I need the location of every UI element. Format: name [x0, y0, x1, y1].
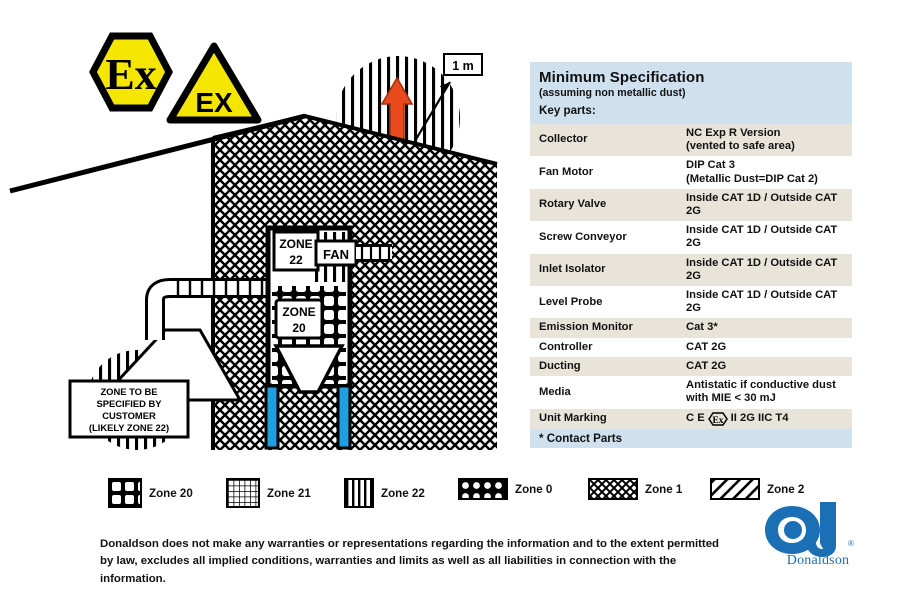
part-name: Emission Monitor [539, 321, 633, 334]
zone22-label-box [272, 230, 320, 272]
key-parts-label: Key parts: [539, 104, 596, 118]
distance-label: 1 m [452, 59, 474, 73]
legend-item-zone-0: Zone 0 [458, 478, 552, 500]
part-name: Inlet Isolator [539, 263, 606, 276]
zone-21-swatch [226, 478, 260, 508]
legend-item-zone-22: Zone 22 [344, 478, 425, 508]
table-row: Screw Conveyor Inside CAT 1D / Outside C… [530, 221, 852, 254]
zone20-label-line2: 20 [292, 321, 306, 335]
leg-right [336, 384, 352, 450]
table-row: Rotary Valve Inside CAT 1D / Outside CAT… [530, 188, 852, 222]
legend-label: Zone 21 [267, 486, 311, 500]
table-title-row: Minimum Specification (assuming non meta… [530, 62, 852, 102]
legend-label: Zone 22 [381, 486, 425, 500]
part-spec-marking: C E Ex II 2G IIC T4 [677, 409, 852, 429]
table-row: Fan Motor DIP Cat 3 (Metallic Dust=DIP C… [530, 156, 852, 189]
zone-22-swatch [344, 478, 374, 508]
zone20-label-line1: ZONE [282, 305, 315, 319]
part-name: Fan Motor [539, 165, 594, 178]
table-row: Emission Monitor Cat 3* [530, 318, 852, 338]
legend-item-zone-2: Zone 2 [710, 478, 804, 500]
part-spec: DIP Cat 3 (Metallic Dust=DIP Cat 2) [686, 159, 818, 185]
table-row-unit-marking: Unit Marking C E Ex II 2G IIC T4 [530, 408, 852, 429]
zone22-label-line2: 22 [289, 253, 303, 267]
table-footnote-row: * Contact Parts [530, 428, 852, 449]
part-name: Screw Conveyor [539, 230, 627, 243]
zone-1-swatch [588, 478, 638, 500]
zone-2-swatch [710, 478, 760, 500]
triangle-shape [166, 42, 262, 124]
legend-item-zone-1: Zone 1 [588, 478, 682, 500]
table-row: Media Antistatic if conductive dust with… [530, 376, 852, 409]
hexagon-shape [89, 32, 173, 112]
customer-note-line-3: CUSTOMER [102, 410, 156, 421]
donaldson-wordmark: Donaldson [786, 553, 850, 568]
zone-20-swatch [108, 478, 142, 508]
part-spec: Antistatic if conductive dust with MIE <… [686, 379, 836, 405]
legend-label: Zone 0 [515, 482, 553, 496]
customer-note-line-4: (LIKELY ZONE 22) [89, 422, 169, 433]
hexagon-ex-label: Ex [105, 50, 156, 99]
atex-symbols-group: Ex EX [72, 32, 262, 132]
part-name: Media [539, 385, 571, 398]
legend-item-zone-20: Zone 20 [108, 478, 193, 508]
contact-parts-footnote: * Contact Parts [530, 428, 852, 449]
customer-note-line-2: SPECIFIED BY [96, 398, 162, 409]
table-title: Minimum Specification [539, 69, 705, 86]
part-spec: Inside CAT 1D / Outside CAT 2G [686, 289, 838, 315]
ex-warning-triangle: EX [166, 42, 262, 124]
svg-text:Ex: Ex [712, 416, 723, 426]
leg-left [264, 384, 280, 450]
legend-label: Zone 20 [149, 486, 193, 500]
part-name: Level Probe [539, 295, 603, 308]
fan-label: FAN [323, 247, 349, 262]
facility-diagram: 1 m [0, 0, 520, 470]
part-spec: Inside CAT 1D / Outside CAT 2G [686, 256, 838, 282]
disclaimer-text: Donaldson does not make any warranties o… [100, 538, 719, 585]
legend-item-zone-21: Zone 21 [226, 478, 311, 508]
roof-left [9, 113, 306, 194]
part-spec: CAT 2G [686, 340, 727, 353]
part-spec: Cat 3* [686, 321, 718, 334]
zone20-label-box [274, 298, 324, 340]
atex-hexagon-symbol: Ex [89, 32, 173, 112]
part-name: Ducting [539, 359, 581, 372]
ce-mark-text: C E [686, 411, 705, 424]
part-name: Collector [539, 133, 588, 146]
table-row: Inlet Isolator Inside CAT 1D / Outside C… [530, 253, 852, 287]
part-name: Rotary Valve [539, 198, 607, 211]
table-row: Ducting CAT 2G [530, 356, 852, 377]
part-name: Controller [539, 340, 593, 353]
marking-suffix-text: II 2G IIC T4 [730, 411, 789, 424]
table-subtitle: (assuming non metallic dust) [539, 86, 686, 99]
minimum-specification-table: Minimum Specification (assuming non meta… [530, 62, 852, 449]
hopper [273, 344, 345, 394]
ducting [145, 278, 268, 340]
customer-note-line-1: ZONE TO BE [100, 386, 157, 397]
donaldson-logo-mark: ® [762, 500, 874, 572]
part-spec: CAT 2G [686, 359, 727, 372]
part-spec: NC Exp R Version (vented to safe area) [686, 126, 795, 153]
ex-hexagon-icon: Ex [707, 411, 728, 426]
part-name: Unit Marking [539, 411, 607, 424]
dust-collector-unit: ZONE 22 FAN ZONE 20 [264, 225, 392, 450]
legend-label: Zone 2 [767, 482, 805, 496]
zone-0-swatch [458, 478, 508, 500]
fan-label-box [314, 239, 358, 267]
zone22-label-line1: ZONE [279, 237, 312, 251]
table-row: Controller CAT 2G [530, 337, 852, 357]
table-keyparts-row: Key parts: [530, 101, 852, 124]
triangle-ex-label: EX [195, 87, 233, 118]
registered-mark: ® [848, 539, 854, 548]
part-spec: Inside CAT 1D / Outside CAT 2G [686, 224, 838, 250]
table-row: Collector NC Exp R Version (vented to sa… [530, 123, 852, 157]
customer-zone-note: ZONE TO BE SPECIFIED BY CUSTOMER (LIKELY… [68, 379, 190, 439]
table-row: Level Probe Inside CAT 1D / Outside CAT … [530, 286, 852, 319]
part-spec: Inside CAT 1D / Outside CAT 2G [686, 191, 838, 217]
zone-legend: Zone 20 Zone 21 Zone 22 Zone 0 Zone 1 [108, 478, 804, 512]
legend-label: Zone 1 [645, 482, 683, 496]
